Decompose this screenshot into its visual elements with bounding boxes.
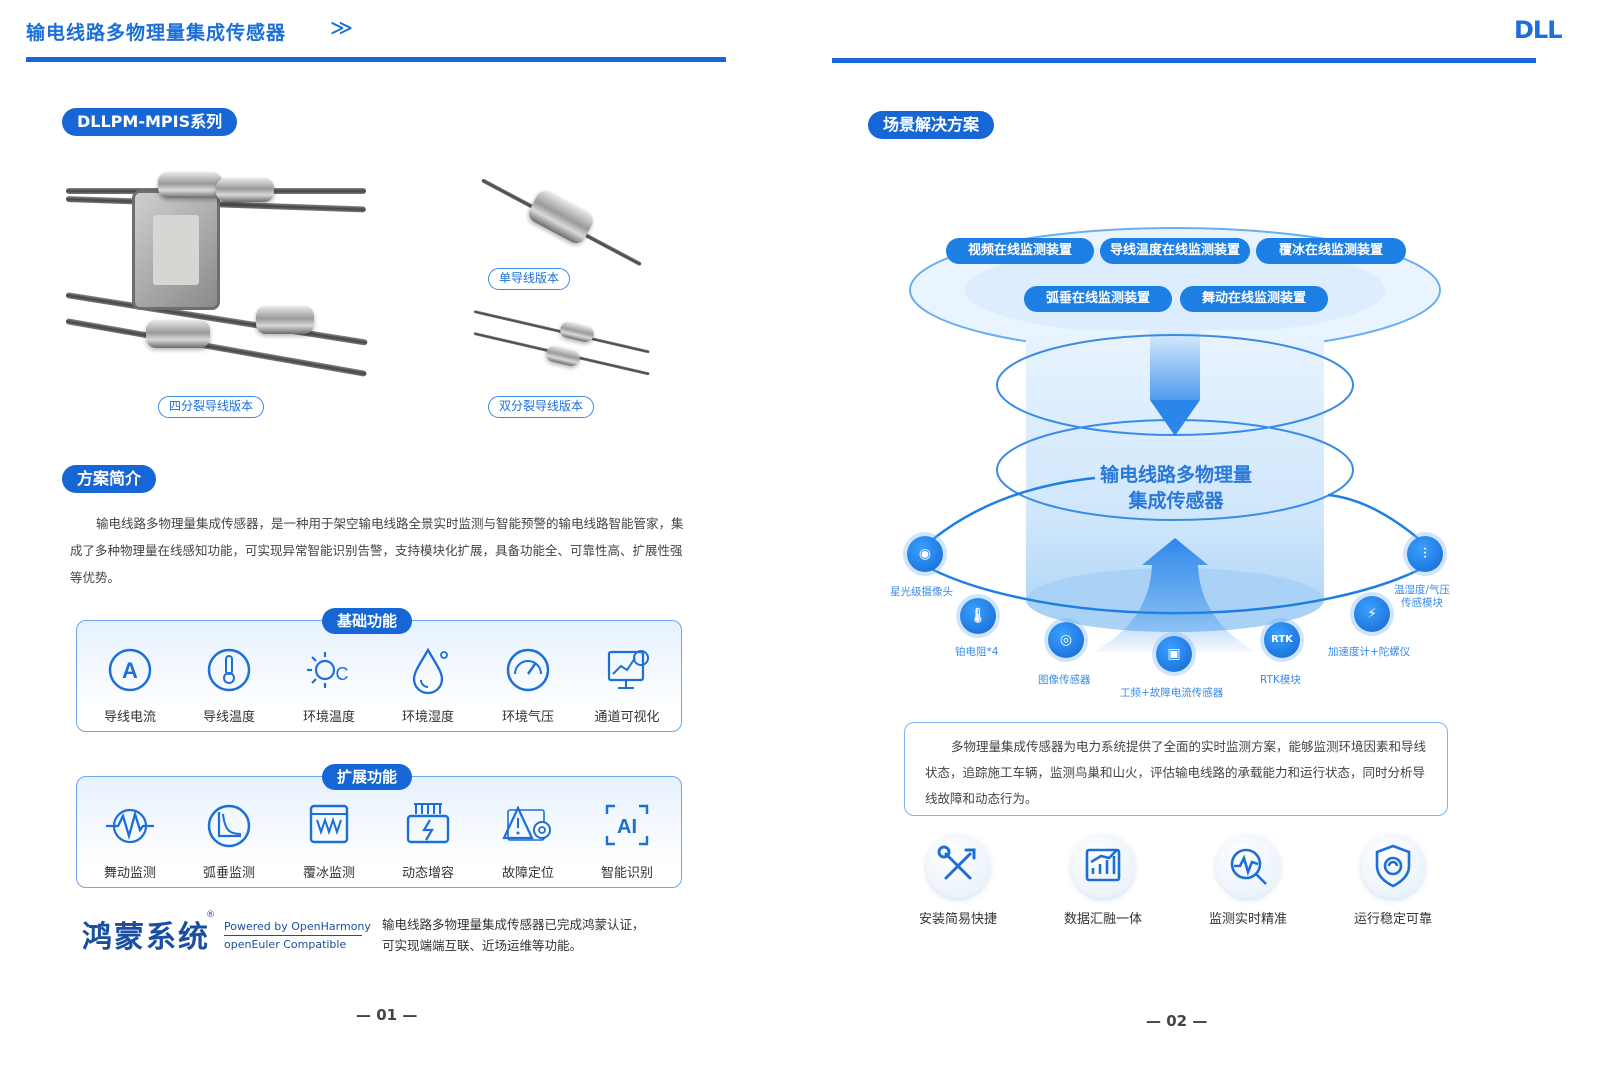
accel-label: 加速度计+陀螺仪 (1328, 646, 1411, 658)
shield-icon (1361, 834, 1425, 898)
left-header-rule (26, 57, 726, 62)
registered-mark: ® (206, 910, 215, 920)
waveform-icon (106, 808, 154, 844)
feature-icing: 覆冰监测 (279, 800, 379, 881)
harmony-divider (224, 935, 362, 936)
sun-temperature-icon: C (307, 652, 349, 688)
dll-logo: DLL (1514, 16, 1563, 44)
thp-node-icon: ⫶ (1407, 536, 1443, 572)
benefit-monitor: 监测实时精准 (1208, 912, 1287, 927)
benefit-data: 数据汇融一体 (1063, 912, 1142, 927)
sag-curve-icon (207, 804, 251, 848)
right-header-rule (832, 58, 1536, 63)
device-sag: 弧垂在线监测装置 (1024, 286, 1172, 312)
svg-text:A: A (122, 658, 138, 683)
rtk-label: RTK模块 (1260, 674, 1301, 686)
basic-functions-box (76, 620, 682, 732)
feature-env-pressure: 环境气压 (478, 644, 578, 725)
data-chart-icon (1071, 834, 1135, 898)
feature-sag: 弧垂监测 (179, 800, 279, 881)
battery-bolt-icon (406, 803, 450, 844)
ammeter-icon: A (108, 648, 152, 692)
pt-label: 铂电阻*4 (955, 646, 999, 658)
monitor-chart-icon (607, 650, 649, 689)
current-sensor-label: 工频+故障电流传感器 (1120, 687, 1224, 699)
feature-galloping: 舞动监测 (80, 800, 180, 881)
series-pill: DLLPM-MPIS系列 (62, 108, 238, 136)
image-sensor-node-icon: ◎ (1048, 622, 1084, 658)
svg-text:C: C (336, 664, 349, 684)
benefit-install: 安装简易快捷 (918, 912, 997, 927)
thp-label: 温湿度/气压 传感模块 (1394, 584, 1451, 609)
device-galloping: 舞动在线监测装置 (1180, 286, 1328, 312)
feature-channel-visual: 通道可视化 (577, 644, 677, 725)
dual-conductor-image (473, 304, 654, 384)
rtk-node-icon: RTK (1264, 622, 1300, 658)
benefit-stable: 运行稳定可靠 (1353, 912, 1432, 927)
feature-conductor-current: A 导线电流 (80, 644, 180, 725)
page-number-left: — 01 — (356, 1006, 418, 1024)
quad-version-label: 四分裂导线版本 (158, 396, 265, 418)
single-version-label: 单导线版本 (488, 268, 571, 290)
diagram-graphic (909, 227, 1441, 652)
accelerometer-node-icon: ⚡ (1354, 596, 1390, 632)
thermometer-icon (207, 648, 251, 692)
page-number-right: — 02 — (1146, 1012, 1208, 1030)
feature-ai-recognition: AI 智能识别 (577, 800, 677, 881)
thermometer-node-icon: 🌡 (960, 598, 996, 634)
feature-dynamic-capacity: 动态增容 (378, 800, 478, 881)
device-icing: 覆冰在线监测装置 (1256, 238, 1406, 264)
powered-by-text: Powered by OpenHarmony (224, 920, 371, 933)
harmony-description: 输电线路多物理量集成传感器已完成鸿蒙认证， 可实现端端互联、近场运维等功能。 (382, 917, 645, 953)
single-conductor-image (478, 170, 648, 267)
feature-fault-location: 故障定位 (478, 800, 578, 881)
feature-conductor-temp: 导线温度 (179, 644, 279, 725)
ai-frame-icon: AI (605, 804, 649, 846)
feature-env-humidity: 环境湿度 (378, 644, 478, 725)
water-drop-icon (412, 647, 448, 695)
basic-functions-title: 基础功能 (322, 608, 413, 634)
extended-functions-box (76, 776, 682, 888)
intro-paragraph: 输电线路多物理量集成传感器，是一种用于架空输电线路全景实时监测与智能预警的输电线… (70, 516, 684, 585)
description-box: 多物理量集成传感器为电力系统提供了全面的实时监测方案，能够监测环境因素和导线状态… (904, 722, 1448, 816)
intro-pill: 方案简介 (62, 465, 157, 493)
quad-conductor-image (65, 160, 376, 390)
warning-target-icon (502, 805, 551, 841)
scene-pill: 场景解决方案 (868, 111, 995, 139)
extended-functions-title: 扩展功能 (322, 764, 413, 790)
core-title: 输电线路多物理量 集成传感器 (1099, 464, 1252, 512)
svg-text:AI: AI (617, 816, 637, 838)
dual-version-label: 双分裂导线版本 (488, 396, 595, 418)
left-header-title: 输电线路多物理量集成传感器 (26, 22, 287, 44)
image-sensor-label: 图像传感器 (1038, 674, 1091, 686)
monitor-search-icon (1216, 834, 1280, 898)
camera-label: 星光级摄像头 (890, 586, 953, 598)
feature-env-temp: C 环境温度 (279, 644, 379, 725)
compat-text: openEuler Compatible (224, 938, 347, 951)
camera-node-icon: ◉ (907, 536, 943, 572)
device-video: 视频在线监测装置 (946, 238, 1094, 264)
ice-box-icon (309, 804, 349, 844)
harmony-logo: 鸿蒙系统 (82, 920, 210, 955)
tools-icon (926, 834, 990, 898)
double-chevron-icon: ≫ (330, 16, 354, 41)
chip-node-icon: ▣ (1156, 636, 1192, 672)
pressure-gauge-icon (506, 648, 550, 692)
device-conductor-temp: 导线温度在线监测装置 (1100, 238, 1250, 264)
